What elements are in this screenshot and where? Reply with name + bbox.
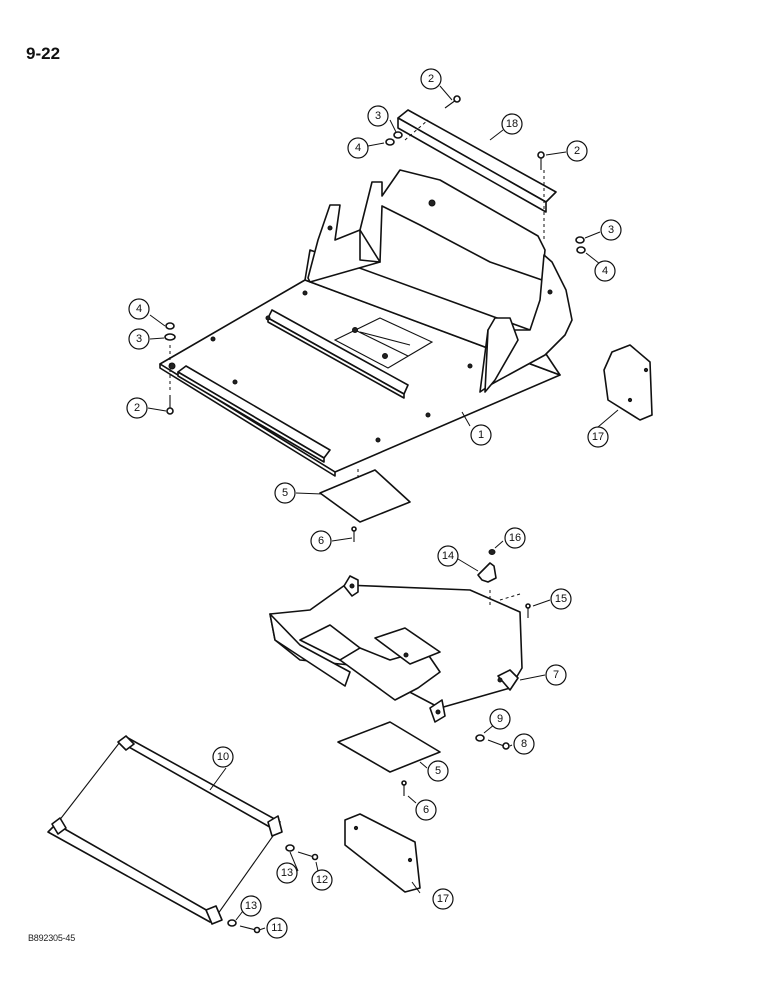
callout-11: 11 <box>266 917 288 939</box>
side-panel-part-17-lower <box>344 813 421 893</box>
callout-label: 1 <box>478 429 484 441</box>
callout-6-lower: 6 <box>415 799 437 821</box>
callout-label: 8 <box>521 738 527 750</box>
callout-3-right: 3 <box>600 219 622 241</box>
side-panel-part-17-upper <box>603 344 653 421</box>
callout-12: 12 <box>311 869 333 891</box>
callout-2-top: 2 <box>420 68 442 90</box>
callout-17-lower: 17 <box>432 888 454 910</box>
callout-10: 10 <box>212 746 234 768</box>
callout-7: 7 <box>545 664 567 686</box>
callout-4-right: 4 <box>594 260 616 282</box>
callout-label: 2 <box>574 145 580 157</box>
callout-label: 5 <box>282 487 288 499</box>
callout-2-right: 2 <box>566 140 588 162</box>
cover-plate-part-5-lower <box>337 721 441 796</box>
callout-label: 4 <box>136 303 142 315</box>
callout-label: 3 <box>608 224 614 236</box>
callout-17-upper: 17 <box>587 426 609 448</box>
callout-label: 2 <box>428 73 434 85</box>
page-number: 9-22 <box>26 44 61 63</box>
lower-pan-part-7 <box>269 575 523 723</box>
callout-label: 17 <box>437 893 449 905</box>
callout-label: 10 <box>217 751 229 763</box>
callout-label: 2 <box>134 402 140 414</box>
drawing-reference-code: B892305-45 <box>28 933 76 943</box>
callout-label: 6 <box>423 804 429 816</box>
callout-label: 3 <box>375 110 381 122</box>
callout-label: 16 <box>509 532 521 544</box>
cover-plate-part-5-upper <box>319 468 411 542</box>
callout-label: 6 <box>318 535 324 547</box>
callout-label: 7 <box>553 669 559 681</box>
callout-8: 8 <box>513 733 535 755</box>
callout-16: 16 <box>504 527 526 549</box>
callout-label: 18 <box>506 118 518 130</box>
callout-13-upper: 13 <box>276 862 298 884</box>
callout-label: 3 <box>136 333 142 345</box>
floor-plate-part-1 <box>159 169 573 477</box>
callout-label: 14 <box>442 550 454 562</box>
callout-label: 11 <box>271 922 282 934</box>
callout-18: 18 <box>501 113 523 135</box>
callout-4-left: 4 <box>128 298 150 320</box>
callout-label: 15 <box>555 593 567 605</box>
bolt-washer-8-9 <box>475 734 510 750</box>
callout-label: 17 <box>592 431 604 443</box>
clip-part-14 <box>477 549 531 618</box>
callout-13-lower: 13 <box>240 895 262 917</box>
callout-label: 13 <box>245 900 257 912</box>
callout-9: 9 <box>489 708 511 730</box>
callout-3-left: 3 <box>128 328 150 350</box>
callout-2-left: 2 <box>126 397 148 419</box>
callout-15: 15 <box>550 588 572 610</box>
callout-1: 1 <box>470 424 492 446</box>
callout-3-top: 3 <box>367 105 389 127</box>
callout-4-top: 4 <box>347 137 369 159</box>
top-bracket-part-18 <box>397 109 557 240</box>
callout-label: 9 <box>497 713 503 725</box>
callout-label: 12 <box>316 874 328 886</box>
callout-label: 13 <box>281 867 293 879</box>
callout-5-lower: 5 <box>427 760 449 782</box>
callout-label: 4 <box>355 142 361 154</box>
callout-label: 4 <box>602 265 608 277</box>
callout-5-upper: 5 <box>274 482 296 504</box>
bolts-washers-nuts <box>164 95 586 415</box>
frame-part-10 <box>47 735 319 934</box>
callout-14: 14 <box>437 545 459 567</box>
callout-6-upper: 6 <box>310 530 332 552</box>
callout-label: 5 <box>435 765 441 777</box>
